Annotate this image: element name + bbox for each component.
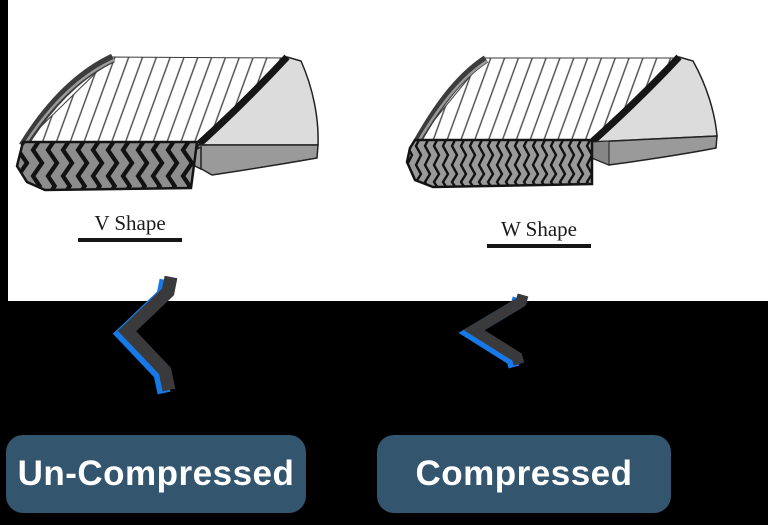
w-shape-label: W Shape bbox=[479, 217, 599, 248]
uncompressed-badge: Un-Compressed bbox=[6, 435, 306, 513]
compressed-badge: Compressed bbox=[377, 435, 671, 513]
outer-ring-inner-edge bbox=[196, 54, 290, 147]
outer-ring-front bbox=[591, 135, 718, 166]
chevron-dark-stroke bbox=[463, 293, 529, 366]
gasket-inner-edge-highlight bbox=[416, 59, 488, 143]
w-shape-label-text: W Shape bbox=[500, 217, 577, 241]
ring-front-step bbox=[591, 140, 610, 166]
outer-ring-inner-edge bbox=[590, 54, 682, 144]
diagram-panel: V Shape W Shape bbox=[8, 0, 768, 301]
v-shape-label: V Shape bbox=[70, 211, 190, 242]
uncompressed-badge-label: Un-Compressed bbox=[17, 454, 295, 493]
compressed-badge-label: Compressed bbox=[415, 454, 633, 493]
v-winding-band bbox=[15, 140, 199, 192]
chevron-left-uncompressed-icon bbox=[112, 275, 178, 395]
outer-ring-front bbox=[197, 144, 319, 176]
gasket-inner-edge-highlight bbox=[23, 58, 115, 145]
label-underline bbox=[78, 238, 182, 242]
w-winding-band bbox=[405, 138, 594, 189]
gasket-v-shape-illustration bbox=[15, 53, 319, 192]
chevron-dark-stroke bbox=[117, 275, 178, 392]
label-underline bbox=[487, 244, 591, 248]
gasket-w-shape-illustration bbox=[405, 54, 718, 189]
chevron-left-compressed-icon bbox=[458, 293, 529, 369]
v-shape-label-text: V Shape bbox=[94, 211, 166, 235]
